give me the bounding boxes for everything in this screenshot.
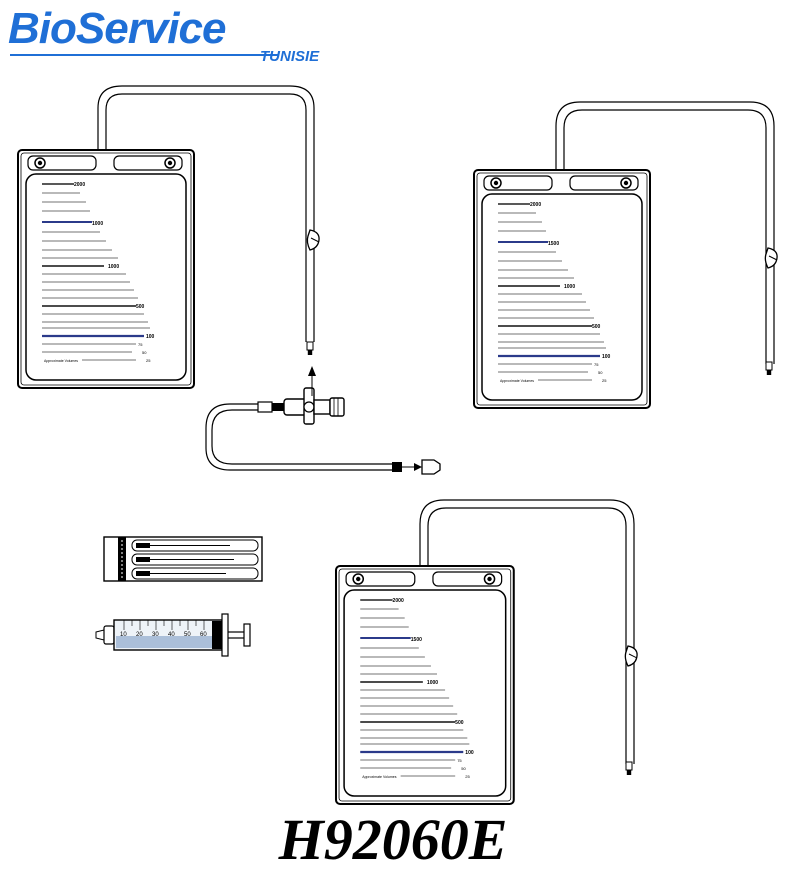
syringe-mark: 30 <box>152 632 159 638</box>
syringe-mark: 40 <box>168 632 175 638</box>
bag-note: Approximate Volumes <box>44 359 78 363</box>
syringe-mark: 10 <box>120 632 127 638</box>
scale-label: 1500 <box>411 637 422 643</box>
scale-label: 75 <box>457 758 462 763</box>
scale-label: 50 <box>598 370 603 375</box>
scale-label: 1000 <box>564 284 575 290</box>
tube-connector-icon <box>625 761 633 776</box>
scale-label: 500 <box>592 324 601 330</box>
scale-label: 100 <box>602 354 611 360</box>
brand-logo: BioService TUNISIE <box>8 4 338 66</box>
tube-clip-icon <box>306 229 320 251</box>
scale-label: 25 <box>146 358 151 363</box>
bag-top-right: 2000 1500 1000 500 100 75 50 25 Approxim… <box>473 101 778 409</box>
scale-label: 2000 <box>530 202 541 208</box>
needle-tray-icon <box>103 536 263 582</box>
bag-bottom: 2000 1500 1000 500 100 75 50 25 Approxim… <box>334 499 638 806</box>
scale-label: 75 <box>138 342 143 347</box>
scale-label: 50 <box>461 766 466 771</box>
tube-connector-icon <box>765 361 773 376</box>
syringe-icon: 10 20 30 40 50 60 <box>95 613 251 657</box>
bag-top-left: 2000 1000 1000 500 100 75 50 25 Approxim… <box>17 85 320 389</box>
scale-label: 75 <box>594 362 599 367</box>
bag-note: Approximate Volumes <box>500 379 534 383</box>
syringe-mark: 20 <box>136 632 143 638</box>
scale-label: 500 <box>136 304 145 310</box>
scale-label: 50 <box>142 350 147 355</box>
brand-name: BioService <box>8 4 226 53</box>
scale-label: 2000 <box>393 598 404 604</box>
stopcock-icon <box>283 387 345 425</box>
drain-line <box>205 366 441 475</box>
scale-label: 25 <box>602 378 607 383</box>
syringe-mark: 50 <box>184 632 191 638</box>
scale-label: 500 <box>455 720 464 726</box>
scale-label: 1500 <box>548 241 559 247</box>
scale-label: 100 <box>146 334 155 340</box>
scale-label: 100 <box>465 750 474 756</box>
brand-underline <box>10 54 278 56</box>
scale-label: 2000 <box>74 182 85 188</box>
scale-label: 1000 <box>427 680 438 686</box>
tube-clip-icon <box>764 247 778 269</box>
scale-label: 1000 <box>92 221 103 227</box>
scale-label: 1000 <box>108 264 119 270</box>
tube-clip-icon <box>624 645 638 667</box>
bag-note: Approximate Volumes <box>362 775 396 779</box>
product-code: H92060E <box>278 807 508 872</box>
scale-label: 25 <box>465 774 470 779</box>
brand-subtitle: TUNISIE <box>260 48 320 65</box>
tube-connector-icon <box>306 341 314 356</box>
syringe-mark: 60 <box>200 632 207 638</box>
